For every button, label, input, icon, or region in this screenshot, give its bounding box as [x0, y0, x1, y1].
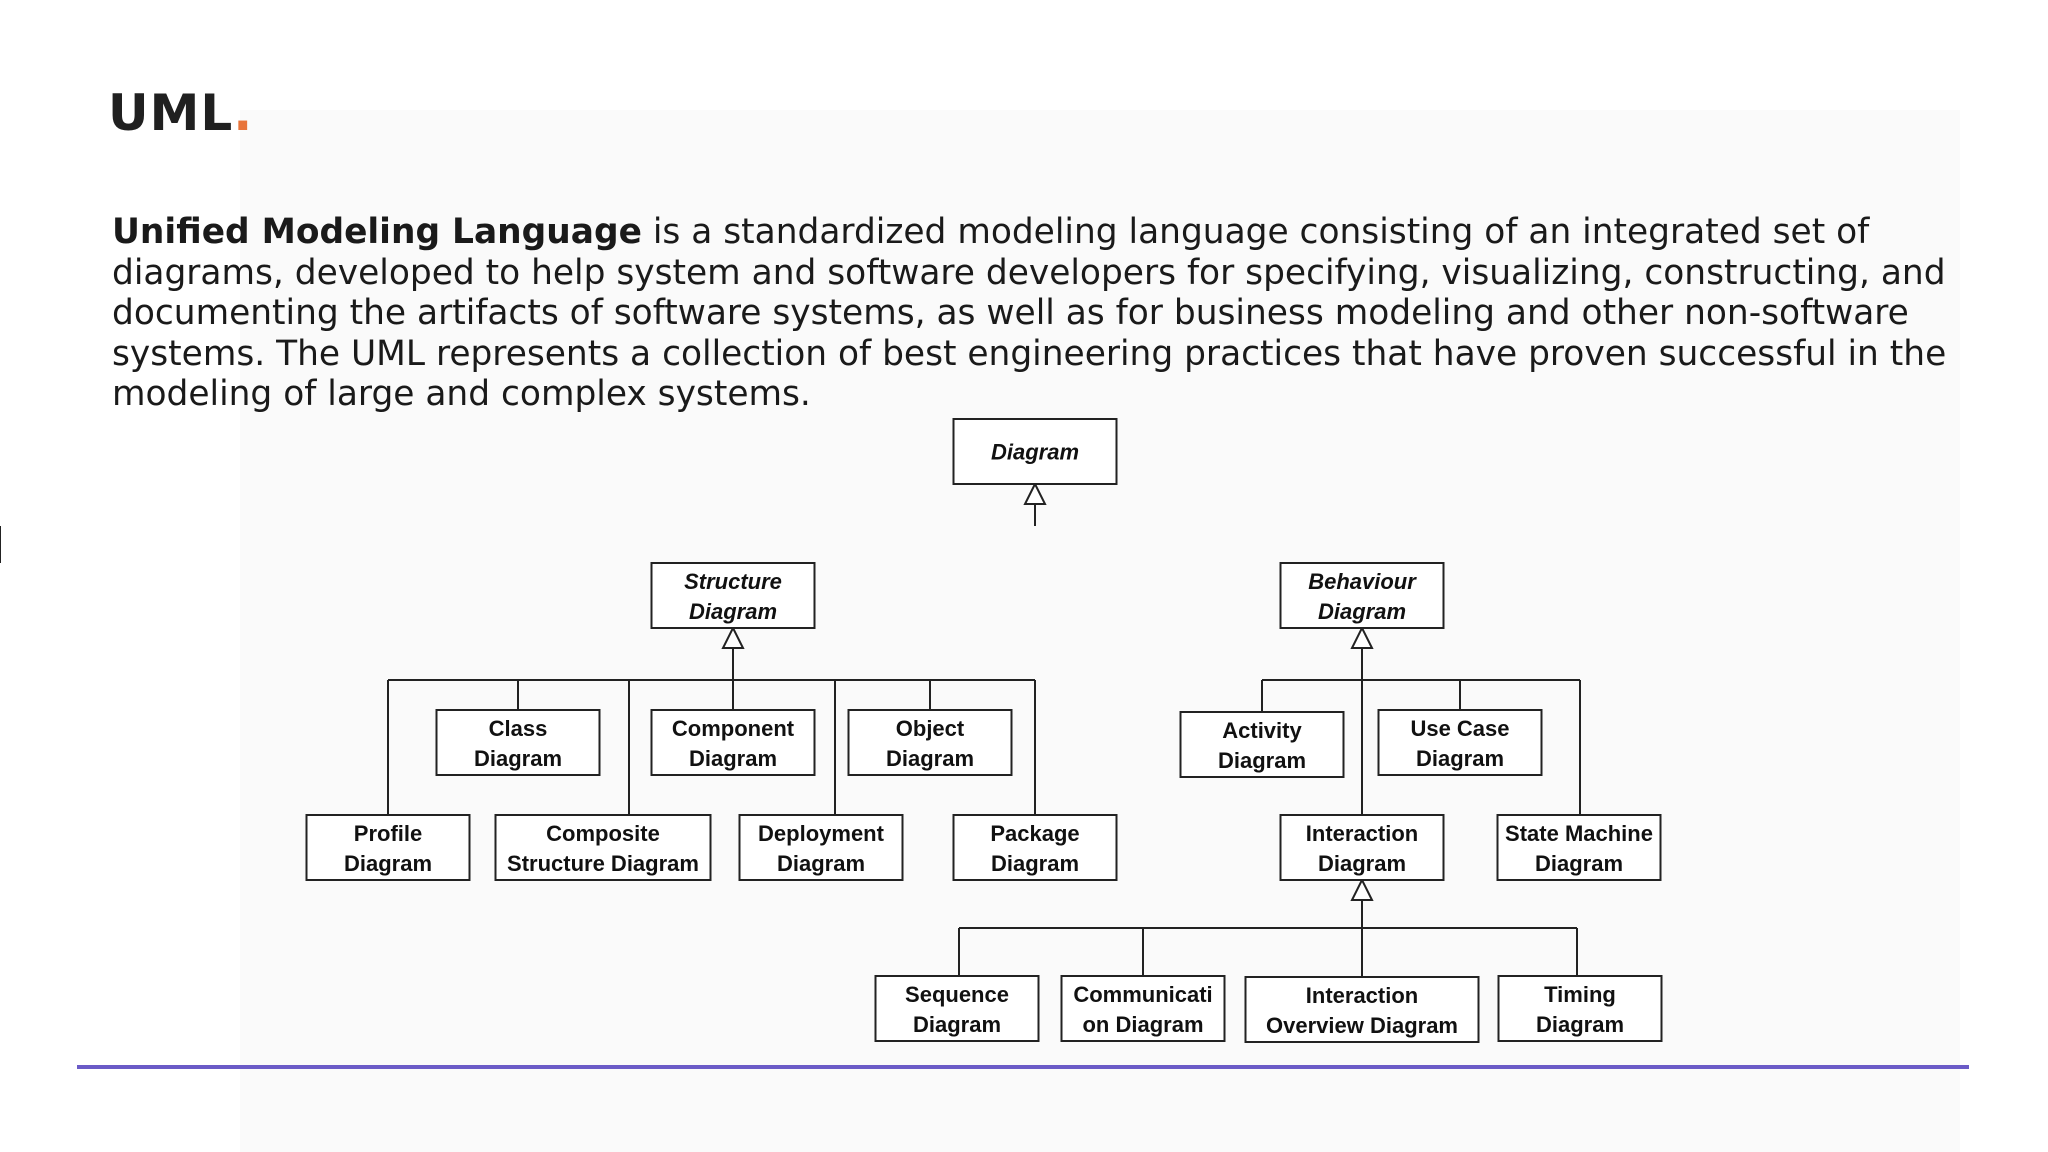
composite-label: Structure Diagram: [507, 851, 699, 876]
profile-box: [305, 814, 471, 881]
package-box: [952, 814, 1118, 881]
interaction-label: Interaction: [1306, 821, 1418, 846]
logo-text: UML: [108, 84, 234, 142]
composite-box: [494, 814, 712, 881]
usecase-label: Use Case: [1410, 716, 1509, 741]
generalization-arrow: [1023, 481, 1047, 505]
logo: UML.: [108, 88, 253, 138]
communication-box: [1060, 975, 1226, 1042]
structure-box: [650, 562, 816, 629]
sequence-box: [874, 975, 1040, 1042]
structure-label: Structure: [684, 569, 782, 594]
intro-text: is a standardized modeling language cons…: [112, 212, 1947, 414]
bottom-divider: [77, 1065, 1969, 1069]
deployment-label: Diagram: [777, 851, 865, 876]
behaviour-label: Diagram: [1318, 599, 1406, 624]
component-label: Component: [672, 716, 795, 741]
logo-dot: .: [233, 84, 254, 142]
generalization-arrow: [1350, 877, 1374, 901]
communication-label: on Diagram: [1082, 1012, 1203, 1037]
activity-box: [1179, 711, 1345, 778]
deployment-box: [738, 814, 904, 881]
timing-box: [1497, 975, 1663, 1042]
object-box: [847, 709, 1013, 776]
object-label: Object: [896, 716, 965, 741]
usecase-label: Diagram: [1416, 746, 1504, 771]
activity-label: Activity: [1222, 718, 1302, 743]
profile-label: Diagram: [344, 851, 432, 876]
timing-label: Timing: [1544, 982, 1616, 1007]
intro-term: Unified Modeling Language: [112, 212, 642, 252]
class-box: [435, 709, 601, 776]
intro-paragraph: Unified Modeling Language is a standardi…: [112, 212, 1982, 415]
communication-label: Communicati: [1073, 982, 1212, 1007]
package-label: Package: [990, 821, 1079, 846]
behaviour-label: Behaviour: [1308, 569, 1417, 594]
component-box: [650, 709, 816, 776]
statemachine-label: Diagram: [1535, 851, 1623, 876]
deployment-label: Deployment: [758, 821, 885, 846]
generalization-arrow: [1350, 625, 1374, 649]
statemachine-label: State Machine: [1505, 821, 1653, 846]
sequence-label: Diagram: [913, 1012, 1001, 1037]
composite-label: Composite: [546, 821, 660, 846]
interactionoverview-box: [1244, 976, 1480, 1043]
sequence-label: Sequence: [905, 982, 1009, 1007]
statemachine-box: [1496, 814, 1662, 881]
interactionoverview-label: Interaction: [1306, 983, 1418, 1008]
interactionoverview-label: Overview Diagram: [1266, 1013, 1458, 1038]
generalization-arrow: [721, 625, 745, 649]
diagram-box: [952, 418, 1118, 485]
interaction-box: [1279, 814, 1445, 881]
diagram-label: Diagram: [991, 440, 1079, 465]
class-label: Class: [489, 716, 548, 741]
structure-label: Diagram: [689, 599, 777, 624]
component-label: Diagram: [689, 746, 777, 771]
behaviour-box: [1279, 562, 1445, 629]
usecase-box: [1377, 709, 1543, 776]
timing-label: Diagram: [1536, 1012, 1624, 1037]
package-label: Diagram: [991, 851, 1079, 876]
interaction-label: Diagram: [1318, 851, 1406, 876]
class-label: Diagram: [474, 746, 562, 771]
activity-label: Diagram: [1218, 748, 1306, 773]
profile-label: Profile: [354, 821, 422, 846]
object-label: Diagram: [886, 746, 974, 771]
